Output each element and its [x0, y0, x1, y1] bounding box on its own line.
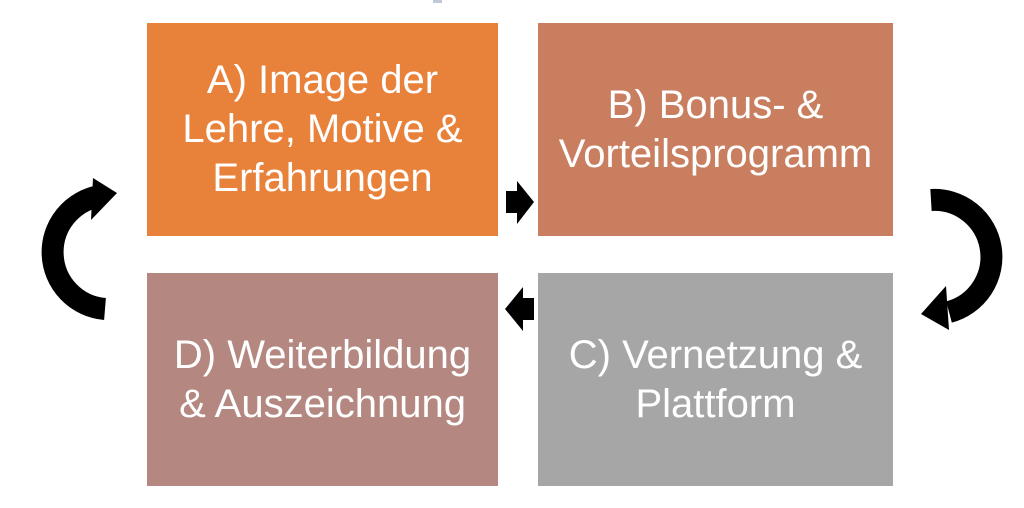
- box-c-line-1: C) Vernetzung &: [568, 332, 863, 377]
- cycle-box-d: D) Weiterbildung & Auszeichnung: [147, 273, 498, 486]
- arrow-a-to-b-icon: [506, 181, 534, 224]
- box-a-line-1: A) Image der: [206, 58, 439, 102]
- box-a-line-2: Lehre, Motive &: [182, 107, 463, 151]
- arrow-d-to-a-icon: [41, 178, 117, 320]
- cycle-box-b: B) Bonus- & Vorteilsprogramm: [538, 23, 893, 236]
- cycle-box-a: A) Image der Lehre, Motive & Erfahrungen: [147, 23, 498, 236]
- box-c-line-2: Plattform: [635, 381, 796, 426]
- arrow-b-to-c-icon: [921, 188, 1003, 330]
- box-d-line-2: & Auszeichnung: [179, 381, 466, 426]
- cycle-box-c: C) Vernetzung & Plattform: [538, 273, 893, 486]
- arrow-c-to-d-icon: [505, 287, 534, 331]
- box-d-line-1: D) Weiterbildung: [173, 332, 472, 377]
- box-b-line-1: B) Bonus- &: [607, 82, 824, 127]
- top-edge-artifact: [433, 0, 442, 3]
- box-a-line-3: Erfahrungen: [212, 156, 433, 200]
- box-b-line-2: Vorteilsprogramm: [558, 131, 873, 176]
